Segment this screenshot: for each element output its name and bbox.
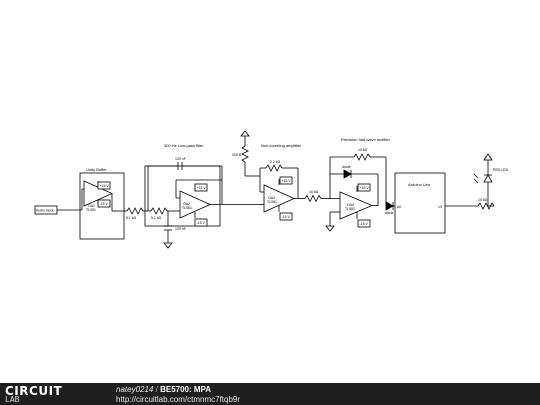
- label-r4: 10 kΩ: [309, 190, 319, 194]
- resistor-r4: [304, 194, 322, 203]
- label-oa4-plus: +15 V: [360, 186, 370, 190]
- project-url[interactable]: http://circuitlab.com/ctmnmc7ftqb9r: [116, 395, 241, 404]
- label-oa2-plus: +15 V: [197, 186, 207, 190]
- label-r1: 5.1 kΩ: [126, 216, 137, 220]
- input-connector: [34, 205, 58, 215]
- label-oa1: OA1: [88, 204, 95, 208]
- label-audio-input: Audio input: [36, 209, 54, 213]
- footer-bar: CIRCUIT LAB natey0214 / BE5700: MPA http…: [0, 383, 540, 405]
- label-oa1-plus: +15 V: [100, 184, 110, 188]
- label-c1: 100 nF: [175, 157, 186, 161]
- led-symbol: [473, 173, 493, 184]
- label-noninverting: Non-inverting amplifier: [261, 143, 302, 148]
- author-link[interactable]: natey0214: [116, 385, 154, 394]
- schematic-canvas: Unity Buffer 300 Hz Low-pass filter Non-…: [34, 130, 509, 249]
- unity-buffer-outline: [79, 172, 125, 240]
- label-oa3: OA3: [268, 196, 275, 200]
- label-r-ground: 200 Ω: [232, 153, 242, 157]
- label-arduino: Arduino Uno: [408, 182, 431, 187]
- label-rectifier: Precision half-wave rectifier: [341, 137, 391, 142]
- section-outlines: [79, 165, 446, 240]
- label-pin-a0: A0: [397, 205, 401, 209]
- label-oa2-minus: -15 V: [197, 221, 206, 225]
- label-unity-buffer: Unity Buffer: [86, 167, 107, 172]
- ground-symbol-1: [163, 242, 173, 249]
- opamp-oa2: [179, 183, 211, 227]
- vcc-arrow-1: [240, 130, 250, 137]
- schematic: Unity Buffer 300 Hz Low-pass filter Non-…: [34, 130, 509, 249]
- logo-text-bottom: LAB: [5, 395, 20, 404]
- label-oa2: OA2: [183, 202, 190, 206]
- resistor-r1: [126, 207, 144, 215]
- label-r3: 2.2 kΩ: [270, 160, 281, 164]
- logo-text-top: CIRCUIT: [5, 384, 63, 398]
- opamp-oa3: [263, 176, 295, 221]
- label-oa2-model: TL081: [182, 206, 192, 210]
- resistor-r3: [265, 164, 283, 172]
- label-oa4: OA4: [347, 203, 354, 207]
- project-name: BE5700: MPA: [160, 385, 212, 394]
- circuitlab-logo[interactable]: CIRCUIT LAB: [5, 384, 93, 404]
- diode-output: [385, 201, 394, 211]
- label-oa3-minus: -15 V: [282, 215, 291, 219]
- diode-feedback: [343, 169, 352, 179]
- label-diode-fb: diode: [342, 165, 351, 169]
- title-separator: /: [155, 385, 158, 394]
- label-lowpass: 300 Hz Low-pass filter: [164, 143, 204, 148]
- opamp-oa4: [339, 183, 374, 228]
- label-diode-out: diode: [385, 211, 394, 215]
- resistor-r2: [150, 207, 168, 215]
- label-oa4-minus: -15 V: [360, 222, 369, 226]
- label-oa3-model: TL081: [267, 200, 277, 204]
- label-r-led: 10 kΩ: [478, 198, 488, 202]
- project-title-line: natey0214 / BE5700: MPA: [116, 385, 211, 395]
- label-r2: 5.1 kΩ: [151, 216, 162, 220]
- ground-symbol-2: [325, 225, 335, 232]
- label-pin-13: 13: [438, 205, 442, 209]
- arduino-block: [394, 172, 446, 234]
- label-c2: 100 nF: [175, 227, 186, 231]
- resistor-r-led: [477, 202, 495, 210]
- opamp-oa1: [83, 180, 113, 208]
- capacitor-c2: [164, 225, 172, 231]
- label-oa3-plus: +15 V: [282, 179, 292, 183]
- label-oa1-minus: -15 V: [100, 202, 109, 206]
- vcc-arrow-2: [483, 153, 493, 161]
- label-oa4-model: TL081: [345, 207, 355, 211]
- resistor-r-ground: [241, 145, 249, 163]
- label-r5: 10 kΩ: [358, 148, 368, 152]
- label-led: RED LED: [493, 168, 509, 172]
- resistor-r5: [353, 153, 371, 161]
- label-oa1-model: TL081: [86, 208, 96, 212]
